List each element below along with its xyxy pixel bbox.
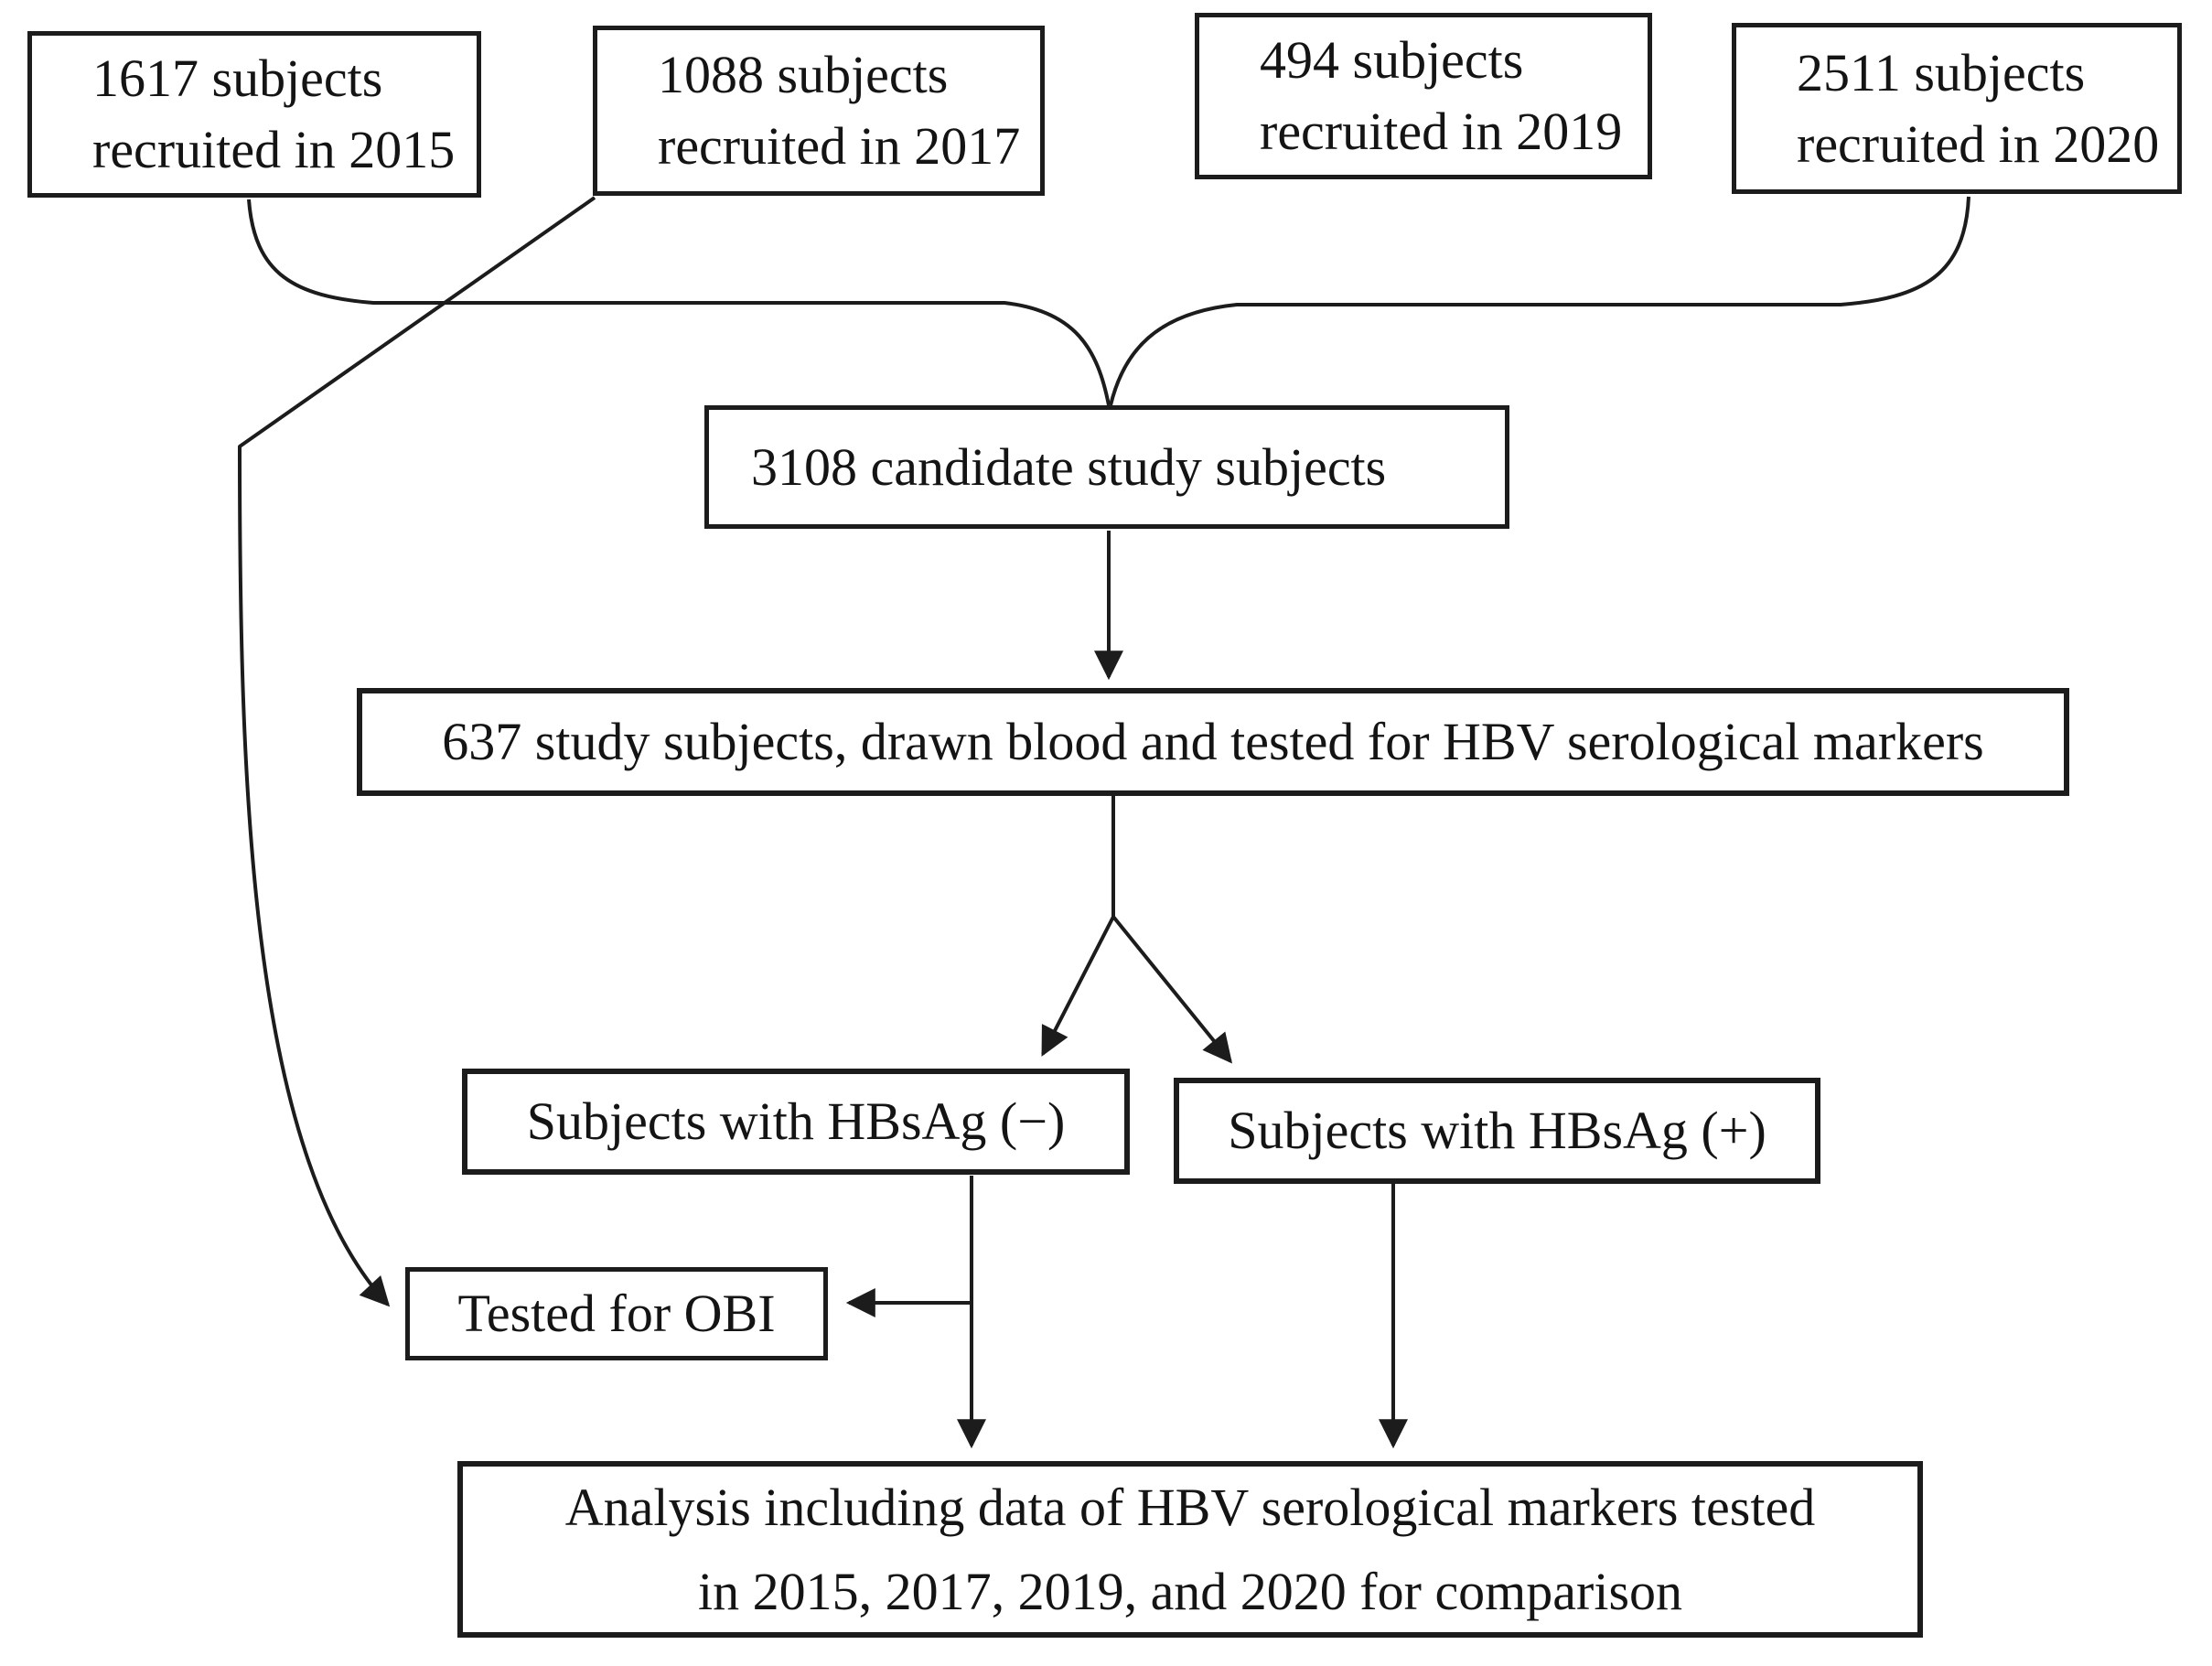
box-hbsag-positive: Subjects with HBsAg (+) bbox=[1174, 1078, 1820, 1184]
box-recruited-2019-line1: 494 subjects bbox=[1260, 30, 1524, 90]
box-recruited-2020-line1: 2511 subjects bbox=[1797, 42, 2086, 102]
box-recruited-2015-line2: recruited in 2015 bbox=[92, 120, 456, 179]
box-recruited-2015-line1: 1617 subjects bbox=[92, 48, 383, 108]
box-recruited-2019-line2: recruited in 2019 bbox=[1260, 102, 1623, 161]
box-hbsag-positive-text: Subjects with HBsAg (+) bbox=[1228, 1101, 1766, 1160]
box-recruited-2017-line1: 1088 subjects bbox=[658, 45, 949, 104]
box-recruited-2017-line2: recruited in 2017 bbox=[658, 116, 1021, 176]
box-637-tested-text: 637 study subjects, drawn blood and test… bbox=[442, 712, 1984, 771]
box-recruited-2020-line2: recruited in 2020 bbox=[1797, 113, 2160, 174]
curve-2015-to-merge bbox=[247, 199, 1111, 406]
arrow-637-to-hbsag-negative bbox=[1041, 794, 1115, 1057]
box-analysis-line2: in 2015, 2017, 2019, and 2020 for compar… bbox=[697, 1561, 1683, 1621]
box-hbsag-negative-text: Subjects with HBsAg (−) bbox=[526, 1091, 1066, 1151]
box-analysis: Analysis including data of HBV serologic… bbox=[457, 1461, 1923, 1638]
box-tested-obi: Tested for OBI bbox=[405, 1267, 828, 1360]
box-recruited-2020: 2511 subjects recruited in 2020 bbox=[1732, 23, 2182, 194]
curve-2020-to-merge bbox=[1109, 196, 1970, 406]
box-analysis-line1: Analysis including data of HBV serologic… bbox=[564, 1477, 1816, 1537]
box-candidate-subjects: 3108 candidate study subjects bbox=[704, 405, 1509, 529]
box-637-tested: 637 study subjects, drawn blood and test… bbox=[357, 688, 2069, 796]
box-candidate-subjects-text: 3108 candidate study subjects bbox=[751, 436, 1387, 497]
box-hbsag-negative: Subjects with HBsAg (−) bbox=[462, 1069, 1130, 1175]
box-tested-obi-text: Tested for OBI bbox=[457, 1284, 776, 1343]
arrow-637-to-hbsag-positive bbox=[1111, 915, 1233, 1064]
box-recruited-2019: 494 subjects recruited in 2019 bbox=[1195, 13, 1652, 179]
box-recruited-2015: 1617 subjects recruited in 2015 bbox=[27, 31, 481, 198]
box-recruited-2017: 1088 subjects recruited in 2017 bbox=[593, 26, 1045, 196]
curve-2017-to-obi bbox=[238, 196, 596, 1307]
